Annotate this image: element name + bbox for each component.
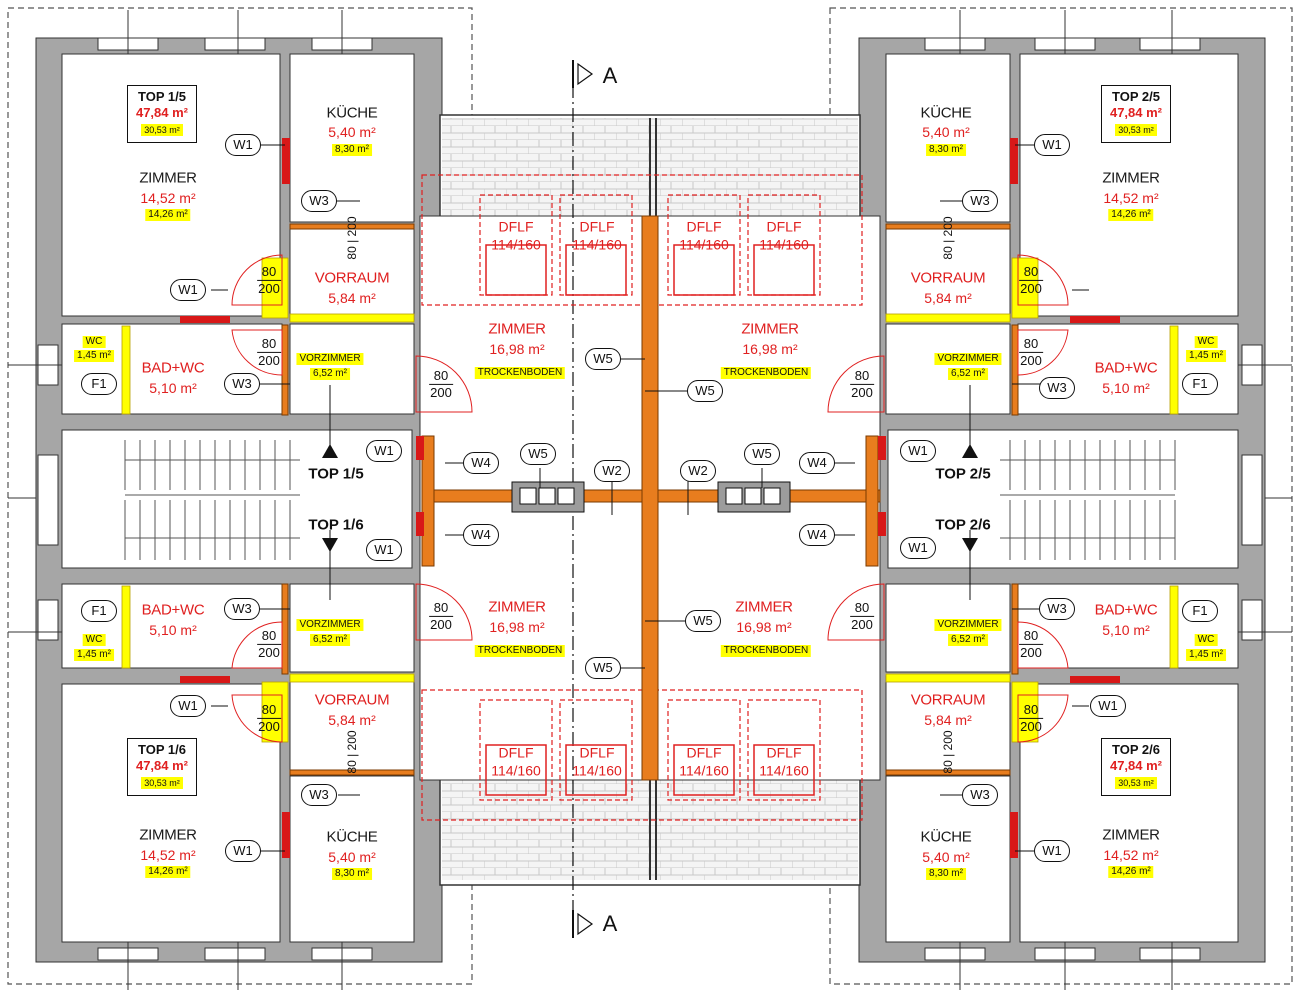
skylight-frames (485, 244, 815, 796)
stairs (124, 440, 1176, 560)
chimneys (511, 481, 791, 513)
rooms-left (61, 53, 415, 943)
yellow-markers (121, 257, 1179, 743)
rooms-right (885, 53, 1239, 943)
red-wall-segments (180, 138, 1120, 858)
grid-ticks (8, 10, 1292, 990)
stair-arrows (322, 444, 978, 552)
door-arcs (231, 254, 1069, 743)
